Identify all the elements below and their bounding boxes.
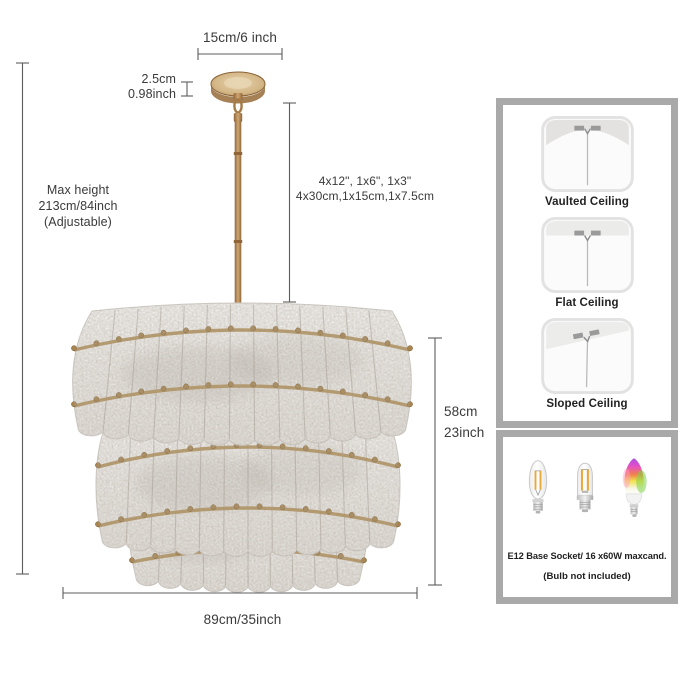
rod-coupler — [233, 113, 243, 122]
ceiling-item-label: Sloped Ceiling — [546, 398, 628, 410]
body-height-line — [428, 337, 442, 586]
canopy-center — [224, 77, 252, 89]
vaulted-ceiling-icon — [540, 116, 634, 192]
ceiling-item-flat: Flat Ceiling — [540, 217, 635, 309]
tubular-filament-bulb-icon — [576, 462, 594, 513]
max-height-line2: 213cm/84inch — [38, 199, 118, 213]
downrod-sizes-label: 4x12", 1x6", 1x3" 4x30cm,1x15cm,1x7.5cm — [283, 174, 447, 204]
body-height-inch: 23inch — [444, 425, 485, 440]
canopy-thickness-label: 2.5cm 0.98inch — [106, 72, 176, 102]
canopy-rim — [211, 85, 265, 104]
dimension-lines — [16, 48, 442, 599]
canopy-thickness-inch: 0.98inch — [127, 87, 176, 101]
ceiling-item-label: Flat Ceiling — [555, 297, 619, 309]
bulb-row — [520, 450, 654, 532]
canopy-thickness-line — [181, 81, 193, 97]
max-height-line3: (Adjustable) — [44, 215, 112, 229]
bulb-info-panel: E12 Base Socket/ 16 x60W maxcand. (Bulb … — [496, 430, 678, 604]
body-width-line — [62, 587, 418, 599]
ceiling-compatibility-panel: Vaulted Ceiling Flat Ceiling Sloped Ceil… — [496, 98, 678, 428]
body-height-cm: 58cm — [444, 404, 478, 419]
sloped-ceiling-icon — [540, 318, 634, 394]
canopy-thickness-cm: 2.5cm — [141, 72, 176, 86]
body-width-label: 89cm/35inch — [203, 612, 282, 627]
canopy-width-line — [197, 48, 283, 60]
bulb-note-text: (Bulb not included) — [543, 571, 631, 582]
canopy-and-downrod — [210, 71, 266, 306]
body-height-label: 58cm 23inch — [444, 401, 504, 443]
glass-texture-overlay — [72, 303, 412, 593]
downrod-length-line — [283, 102, 296, 303]
ceiling-item-sloped: Sloped Ceiling — [540, 318, 635, 410]
rod-joint — [233, 152, 243, 155]
max-height-line — [16, 62, 29, 575]
ceiling-item-vaulted: Vaulted Ceiling — [540, 116, 635, 208]
canopy-width-label: 15cm/6 inch — [203, 30, 277, 45]
downrod — [234, 120, 242, 306]
downrod-sizes-inch: 4x12", 1x6", 1x3" — [318, 174, 412, 188]
socket-spec-text: E12 Base Socket/ 16 x60W maxcand. — [507, 551, 667, 561]
candelabra-filament-bulb-icon — [528, 460, 548, 514]
max-height-line1: Max height — [46, 183, 110, 197]
downrod-sizes-cm: 4x30cm,1x15cm,1x7.5cm — [295, 189, 435, 203]
canopy-collar — [233, 93, 243, 100]
rgb-smart-bulb-icon — [622, 458, 647, 517]
chain-link — [233, 98, 243, 114]
ceiling-item-label: Vaulted Ceiling — [545, 196, 629, 208]
max-height-label: Max height 213cm/84inch (Adjustable) — [16, 182, 140, 230]
rod-joint — [233, 240, 243, 243]
flat-ceiling-icon — [540, 217, 634, 293]
